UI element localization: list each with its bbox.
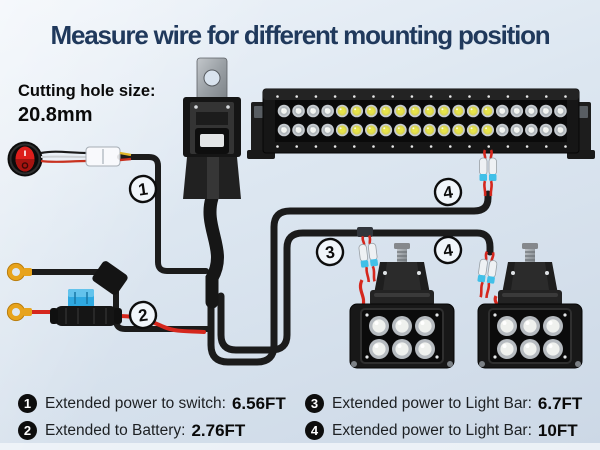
callout-3: 3 bbox=[315, 237, 345, 267]
svg-text:1: 1 bbox=[137, 179, 149, 199]
page-title: Measure wire for different mounting posi… bbox=[50, 20, 550, 50]
callout-4-light-bar: 4 bbox=[433, 177, 463, 207]
legend-value-3: 6.7FT bbox=[537, 393, 583, 413]
led-light-bar bbox=[247, 88, 595, 159]
bottom-highlight-strip bbox=[0, 443, 600, 450]
legend-item-1: 1 Extended power to switch: 6.56FT bbox=[18, 390, 303, 417]
wire-switch bbox=[117, 154, 209, 274]
callout-2: 2 bbox=[128, 300, 158, 330]
relay-fuse-box bbox=[183, 57, 241, 309]
legend-num-2-icon: 2 bbox=[18, 421, 37, 440]
rocker-switch bbox=[7, 141, 132, 177]
legend-item-2: 2 Extended to Battery: 2.76FT bbox=[18, 417, 303, 444]
fuse-holder-cap bbox=[92, 261, 128, 295]
inline-fuse-holder bbox=[50, 261, 128, 326]
legend-num-4-icon: 4 bbox=[305, 421, 324, 440]
relay-fuse bbox=[200, 134, 224, 147]
wire-pod-left-pigtail bbox=[358, 279, 366, 307]
light-bar-leds bbox=[277, 104, 567, 137]
cutting-hole-note: Cutting hole size: 20.8mm bbox=[18, 80, 156, 129]
switch-off-mark bbox=[21, 162, 29, 169]
svg-text:4: 4 bbox=[442, 240, 455, 260]
svg-text:3: 3 bbox=[324, 242, 336, 262]
legend: 1 Extended power to switch: 6.56FT 2 Ext… bbox=[0, 386, 600, 450]
legend-item-3: 3 Extended power to Light Bar: 6.7FT bbox=[305, 390, 597, 417]
wire-to-light-bar bbox=[207, 190, 492, 366]
cutting-hole-label: Cutting hole size: bbox=[18, 82, 156, 100]
mounting-hole bbox=[203, 69, 221, 87]
light-bar-screws bbox=[276, 95, 567, 148]
wire-tap-clip bbox=[357, 227, 373, 237]
bullet-connector-pod-left bbox=[356, 233, 382, 284]
svg-text:4: 4 bbox=[442, 182, 455, 202]
svg-text:2: 2 bbox=[137, 305, 149, 325]
legend-value-2: 2.76FT bbox=[191, 420, 246, 440]
legend-label-2: Extended to Battery: bbox=[45, 421, 186, 439]
legend-num-3-icon: 3 bbox=[305, 394, 324, 413]
callout-1: 1 bbox=[128, 174, 158, 204]
bullet-connector-pod-right bbox=[473, 249, 500, 301]
legend-num-1-icon: 1 bbox=[18, 394, 37, 413]
ring-terminal-negative bbox=[6, 262, 32, 282]
legend-label-4: Extended power to Light Bar: bbox=[332, 421, 532, 439]
bullet-connector-light-bar bbox=[478, 148, 498, 198]
callout-4-pod: 4 bbox=[433, 235, 463, 265]
ring-terminal-positive bbox=[6, 302, 32, 322]
light-bar-lens bbox=[275, 100, 567, 142]
cutting-hole-value: 20.8mm bbox=[18, 104, 93, 127]
relay-main-cable bbox=[203, 191, 224, 309]
legend-value-1: 6.56FT bbox=[231, 393, 286, 413]
legend-label-3: Extended power to Light Bar: bbox=[332, 394, 532, 412]
wire-to-pods bbox=[217, 229, 494, 354]
legend-value-4: 10FT bbox=[537, 420, 578, 440]
legend-label-1: Extended power to switch: bbox=[45, 394, 226, 412]
legend-item-4: 4 Extended power to Light Bar: 10FT bbox=[305, 417, 597, 444]
